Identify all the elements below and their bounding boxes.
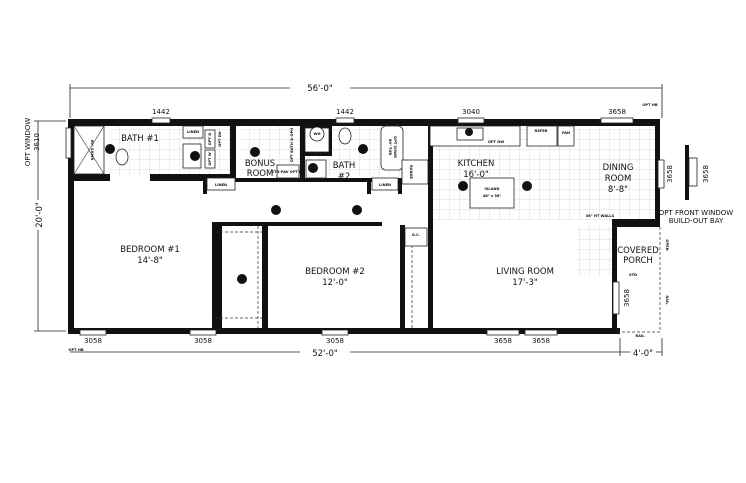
overall-length: 56'-0" (307, 84, 333, 94)
toilet-1 (115, 148, 129, 166)
windows (65, 117, 634, 336)
window-top-4: 3658 (608, 108, 626, 116)
light-fixtures (105, 128, 532, 284)
room-bedroom1-size: 14'-8" (137, 256, 163, 266)
linen-bath1: LINEN (187, 130, 199, 134)
window-bottom-4: 3658 (494, 337, 512, 345)
width-dimension: 20'-0" (35, 202, 45, 228)
window-top-2: 1442 (336, 108, 354, 116)
pantry (557, 125, 575, 147)
opt-hb-top: OPT HB (642, 103, 657, 107)
floor-length: 52'-0" (312, 349, 338, 359)
window-top-1: 1442 (152, 108, 170, 116)
room-bedroom2: BEDROOM #2 (305, 267, 365, 277)
bay-note-2: BUILD-OUT BAY (669, 217, 724, 225)
room-dining-size: 8'-8" (608, 185, 628, 195)
room-living: LIVING ROOM (496, 267, 554, 277)
opt-hb-bottom: OPT HB (68, 348, 83, 352)
room-porch: COVERED (617, 246, 659, 256)
room-bonus: BONUS (245, 159, 275, 169)
water-heater (309, 126, 325, 142)
room-bedroom2-size: 12'-0" (322, 278, 348, 288)
window-porch: 3658 (623, 289, 631, 307)
opt-window-label: OPT WINDOW (24, 118, 32, 166)
fixtures (73, 125, 575, 247)
refrigerator (526, 125, 558, 147)
room-dining-2: ROOM (605, 174, 632, 184)
window-bottom-2: 3058 (194, 337, 212, 345)
room-dining: DINING (603, 163, 634, 173)
opt-dw-label: OPT DW (488, 140, 504, 144)
room-bonus-2: ROOM (247, 169, 274, 179)
window-top-3: 3040 (462, 108, 480, 116)
room-porch-2: PORCH (623, 256, 653, 266)
linen-hall-1: LINEN (215, 183, 227, 187)
gc-label: G.C. (412, 233, 420, 237)
window-bottom-5: 3658 (532, 337, 550, 345)
opt-bath-label: OPT BATH & OPH (290, 128, 294, 162)
window-bottom-3: 3058 (326, 337, 344, 345)
room-bath1: BATH #1 (121, 134, 159, 144)
island (469, 177, 515, 209)
range-label: RANGE (409, 165, 413, 180)
opt-dh-label: OPT DH (218, 131, 222, 146)
tub-label: 60" TUB (388, 139, 392, 155)
open-label: OPEN (665, 239, 669, 250)
rail-label-side: RAIL (665, 295, 669, 305)
tub (380, 125, 404, 171)
rail-label-bottom: RAIL (635, 334, 645, 338)
island-size: 48" x 36" (483, 194, 502, 198)
pan-label: PAN (562, 131, 570, 135)
stn-pav-label: STN-PAV OPT HF (271, 170, 305, 174)
refer-label: REFER (535, 129, 548, 133)
toilet-2 (338, 127, 352, 145)
std-label: STD (629, 273, 637, 277)
room-kitchen-size: 16'-0" (463, 170, 489, 180)
opt-d-label: OPT D (208, 133, 212, 145)
room-bath2: BATH (333, 161, 356, 171)
ht-walls-label: 36" HT WALLS (586, 214, 615, 218)
porch-depth: 4'-0" (633, 349, 653, 359)
window-bottom-1: 3058 (84, 337, 102, 345)
opt-window-size: 3610 (33, 133, 41, 151)
opt-w-label: OPT W (208, 152, 212, 165)
wh-label: WH (314, 132, 321, 136)
window-bay: 3658 (702, 165, 710, 183)
range (401, 159, 429, 185)
room-kitchen: KITCHEN (458, 159, 495, 169)
island-label: ISLAND (485, 187, 500, 191)
room-living-size: 17'-3" (512, 278, 538, 288)
entry-tile (578, 226, 614, 276)
bay-note-1: OPT FRONT WINDOW (659, 209, 733, 217)
shower-label: 60" SHWR (90, 140, 94, 161)
window-right: 3658 (666, 165, 674, 183)
room-bath2-2: #2 (338, 172, 351, 182)
tub-label-2: OPT SHWR (393, 136, 397, 158)
bay-window (685, 145, 689, 200)
linen-hall-2: LINEN (379, 183, 391, 187)
room-bedroom1: BEDROOM #1 (120, 245, 180, 255)
